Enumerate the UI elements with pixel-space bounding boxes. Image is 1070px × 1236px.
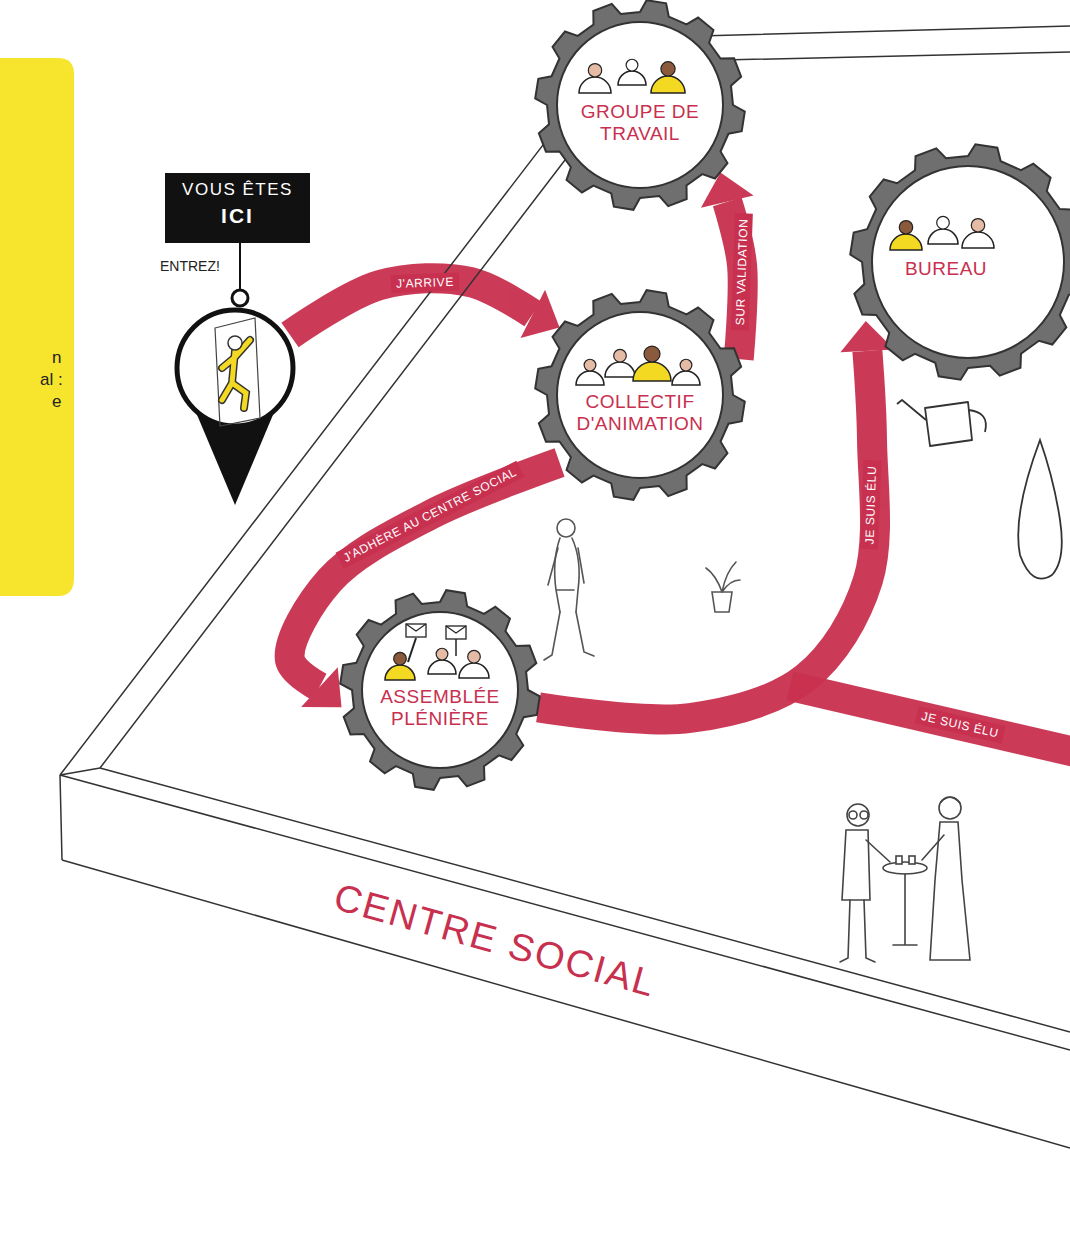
person-head <box>661 62 675 76</box>
envelope-flap <box>406 624 426 631</box>
person-icon <box>962 232 994 248</box>
arrow-label: JE SUIS ÉLU <box>915 706 1005 744</box>
person-icon <box>672 371 700 385</box>
gear-group: BUREAU <box>850 144 1070 380</box>
person-head <box>584 359 596 371</box>
callout-panel: nal :e <box>0 58 76 598</box>
doorway <box>215 318 260 426</box>
gear-face <box>872 166 1064 358</box>
gear-group: ASSEMBLÉE PLÉNIÈRE <box>340 590 540 790</box>
person-icon <box>928 229 958 244</box>
pin-ring <box>232 290 248 306</box>
person-head <box>614 349 627 362</box>
node-text: BUREAU <box>876 258 1016 280</box>
node-text: e <box>52 392 61 412</box>
person-head <box>899 221 912 234</box>
person-icon <box>633 362 671 381</box>
envelope-flap <box>446 626 466 633</box>
edge-label: J'ADHÈRE AU CENTRE SOCIAL <box>336 461 525 569</box>
person-icon <box>890 234 922 250</box>
gear-ring <box>340 590 540 790</box>
watering-can <box>897 400 986 446</box>
node-text: n <box>52 348 61 368</box>
person-head <box>680 359 692 371</box>
arrow-head <box>521 290 560 338</box>
gear-ring <box>535 290 745 500</box>
raised-arm <box>408 638 416 662</box>
edge-label: J'ARRIVE <box>391 273 459 294</box>
branch-arrow <box>790 686 1070 752</box>
person-head <box>436 648 448 660</box>
person-icon <box>605 362 635 377</box>
people-at-table <box>840 797 970 962</box>
node-text: ICI <box>165 204 310 228</box>
node-text: COLLECTIF D'ANIMATION <box>570 391 710 435</box>
location-pin: VOUS ÊTES ICI ENTREZ! <box>160 168 320 513</box>
pin-head <box>177 310 293 426</box>
node-text: VOUS ÊTES <box>165 180 310 200</box>
arrow-head <box>301 667 341 707</box>
callout-shape <box>0 58 74 596</box>
gear-face <box>557 312 723 478</box>
person-icon <box>618 71 646 85</box>
node-text: GROUPE DE TRAVAIL <box>570 101 710 145</box>
walking-person <box>544 519 594 660</box>
person-head <box>644 346 660 362</box>
node-text: al : <box>40 370 63 390</box>
edge-label: SUR VALIDATION <box>731 213 753 330</box>
climbing-person <box>222 336 250 408</box>
person-head <box>588 64 601 77</box>
edge-label: JE SUIS ÉLU <box>860 460 881 549</box>
person-head <box>468 650 481 663</box>
person-head <box>971 219 984 232</box>
flag-sign <box>165 173 310 243</box>
person-icon <box>579 77 611 93</box>
person-icon <box>576 371 604 385</box>
plant <box>706 562 740 612</box>
flag-pole <box>239 243 241 290</box>
person-head <box>937 216 950 229</box>
gear-ring <box>535 0 745 210</box>
node-text: ASSEMBLÉE PLÉNIÈRE <box>370 686 510 730</box>
node-text: ENTREZ! <box>160 258 220 274</box>
arrow-head <box>701 172 754 207</box>
node-text: CENTRE SOCIAL <box>329 876 661 1007</box>
person-head <box>626 59 638 71</box>
person-icon <box>459 663 489 678</box>
water-drop <box>1018 440 1062 579</box>
person-head <box>394 652 407 665</box>
gear-group: COLLECTIF D'ANIMATION <box>535 290 745 500</box>
envelope-icon <box>446 626 466 639</box>
person-icon <box>428 660 456 674</box>
gear-ring <box>850 144 1070 380</box>
envelope-icon <box>406 624 426 637</box>
person-icon <box>385 665 415 680</box>
envelope-stick <box>455 638 457 656</box>
box-outline <box>60 26 1070 1148</box>
callout-panel-shape <box>0 58 76 598</box>
person-icon <box>651 76 685 93</box>
gear-face <box>362 612 518 768</box>
gear-face <box>557 22 723 188</box>
gear-group: GROUPE DE TRAVAIL <box>535 0 745 210</box>
